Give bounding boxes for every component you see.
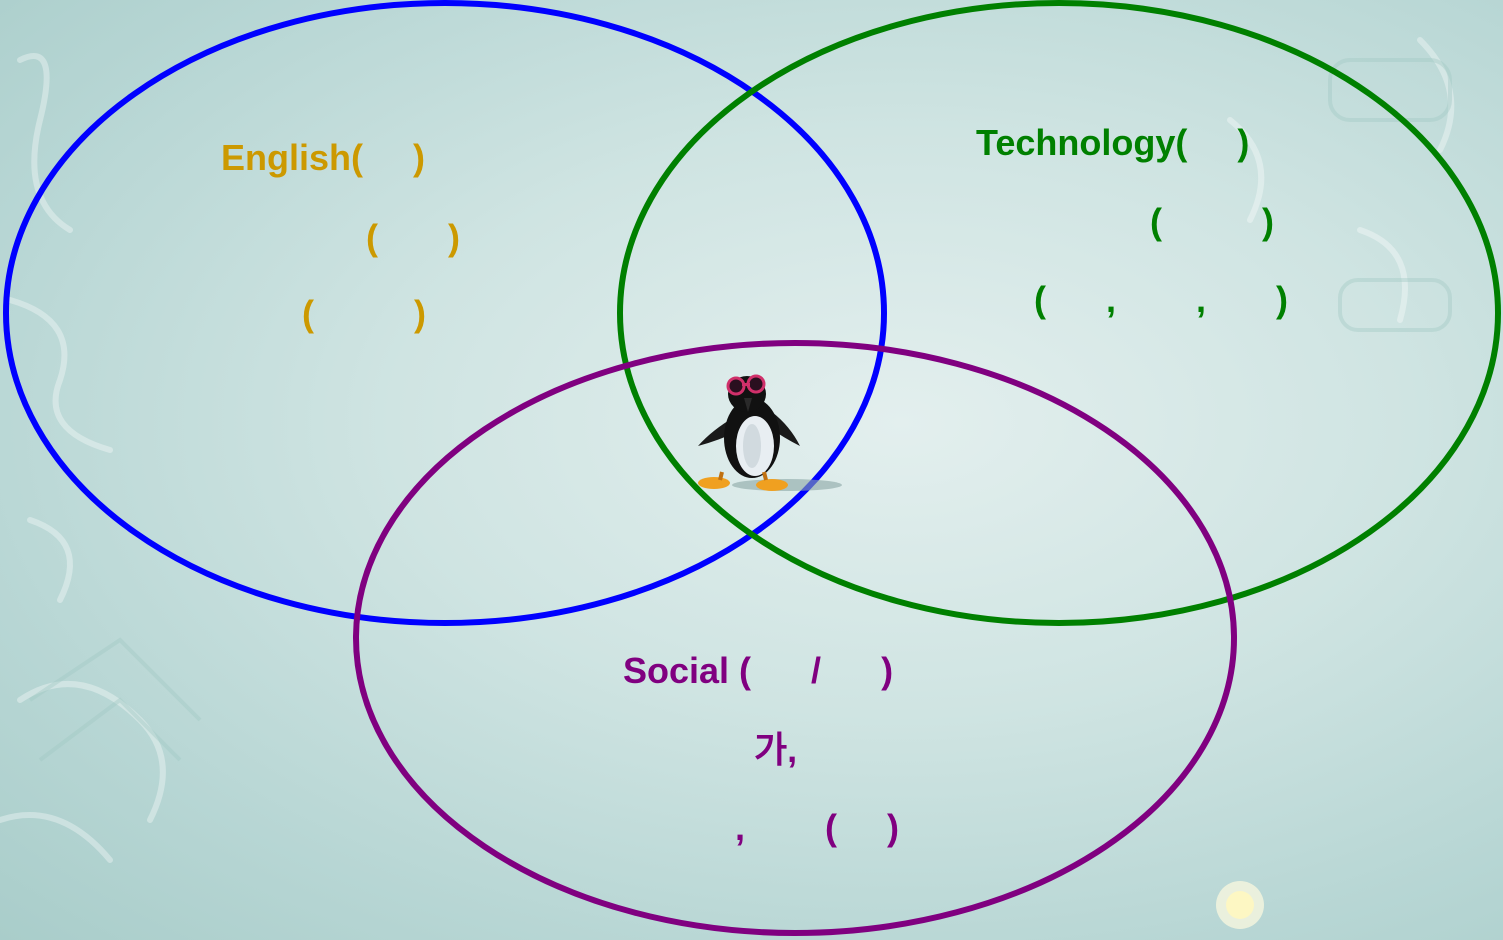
technology-line-2: ( ) — [1150, 201, 1274, 242]
penguin-mascot-icon — [698, 374, 842, 491]
english-line-2: ( ) — [366, 217, 460, 258]
social-line-3: , ( ) — [735, 807, 900, 848]
technology-circle — [617, 0, 1501, 626]
social-line-2: 가, — [754, 729, 798, 770]
english-title: English( ) — [221, 137, 425, 178]
technology-line-3: ( , , ) — [1034, 279, 1289, 320]
english-circle — [3, 0, 887, 626]
social-title: Social ( / ) — [623, 650, 894, 691]
technology-title: Technology( ) — [976, 122, 1250, 163]
social-circle — [353, 340, 1237, 936]
english-line-3: ( ) — [302, 293, 426, 334]
